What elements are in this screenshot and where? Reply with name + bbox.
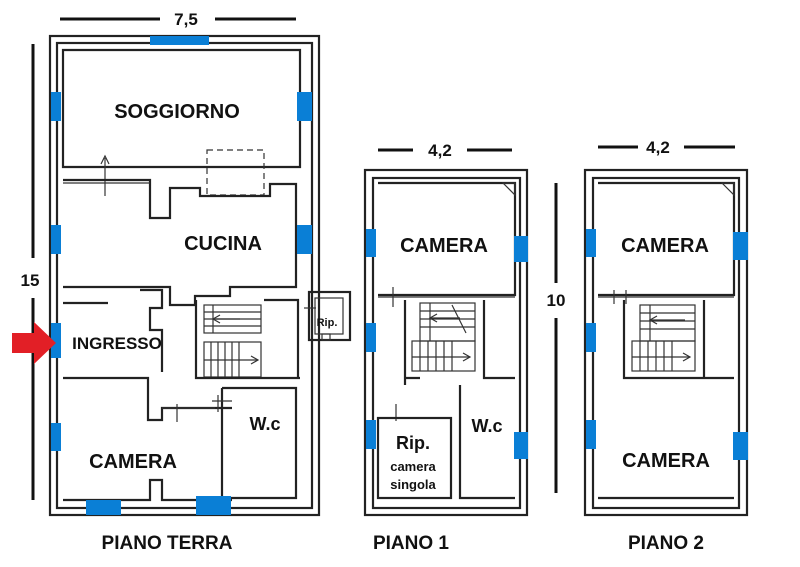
- dim-upper-height: 10: [547, 291, 566, 310]
- room-label-cucina: CUCINA: [184, 233, 262, 255]
- entrance-arrow-icon: [12, 322, 56, 364]
- window-soggiorno-left: [51, 92, 61, 121]
- window-soggiorno-top: [150, 36, 209, 45]
- window-floor2-left-1: [586, 229, 596, 257]
- window-floor2-left-2: [586, 323, 596, 352]
- dim-floor1-width: 4,2: [428, 141, 452, 160]
- window-floor2-right-1: [733, 232, 748, 260]
- floor1-plan: [363, 168, 529, 517]
- window-camera-left: [51, 423, 61, 451]
- window-floor1-left-2: [366, 323, 376, 352]
- room-label-floor2-camera-top: CAMERA: [621, 235, 709, 257]
- window-cucina-left: [51, 225, 61, 254]
- window-floor1-right-2: [514, 432, 528, 459]
- window-camera-bottom-1: [86, 500, 121, 515]
- room-label-floor1-camera-singola-2: singola: [390, 477, 436, 492]
- dim-ground-height: 15: [21, 271, 40, 290]
- window-ingresso: [51, 323, 61, 358]
- room-label-ingresso: INGRESSO: [72, 334, 162, 353]
- plan-title-piano-1: PIANO 1: [373, 533, 449, 554]
- floor1-windows: [366, 229, 528, 459]
- floor2-windows: [586, 229, 748, 460]
- dimension-lines: 7,5 15 4,2 4,2 10: [21, 10, 735, 500]
- room-label-floor1-camera: CAMERA: [400, 235, 488, 257]
- dim-ground-width: 7,5: [174, 10, 198, 29]
- ground-floor-windows: [51, 36, 312, 515]
- room-label-floor1-rip: Rip.: [396, 433, 430, 453]
- floor1-labels: CAMERA Rip. camera singola W.c PIANO 1: [373, 235, 503, 554]
- room-label-floor1-wc: W.c: [471, 416, 502, 436]
- plan-title-piano-terra: PIANO TERRA: [102, 533, 233, 554]
- window-floor1-right-1: [514, 236, 528, 262]
- room-label-wc: W.c: [249, 414, 280, 434]
- floor2-labels: CAMERA CAMERA PIANO 2: [621, 235, 710, 554]
- room-label-floor1-camera-singola-1: camera: [390, 459, 436, 474]
- plan-title-piano-2: PIANO 2: [628, 533, 704, 554]
- room-label-soggiorno: SOGGIORNO: [114, 101, 240, 123]
- room-label-rip: Rip.: [317, 317, 338, 329]
- ground-floor-labels: SOGGIORNO CUCINA INGRESSO Rip. W.c CAMER…: [72, 101, 337, 554]
- window-soggiorno-right: [297, 92, 312, 121]
- room-label-camera: CAMERA: [89, 451, 177, 473]
- window-camera-bottom-2: [196, 496, 231, 515]
- window-floor2-right-2: [733, 432, 748, 460]
- window-floor2-left-3: [586, 420, 596, 449]
- window-cucina-right: [297, 225, 312, 254]
- window-floor1-left-3: [366, 420, 376, 449]
- dim-floor2-width: 4,2: [646, 138, 670, 157]
- window-floor1-left-1: [366, 229, 376, 257]
- ground-floor-plan: [48, 34, 352, 517]
- room-label-floor2-camera-bottom: CAMERA: [622, 450, 710, 472]
